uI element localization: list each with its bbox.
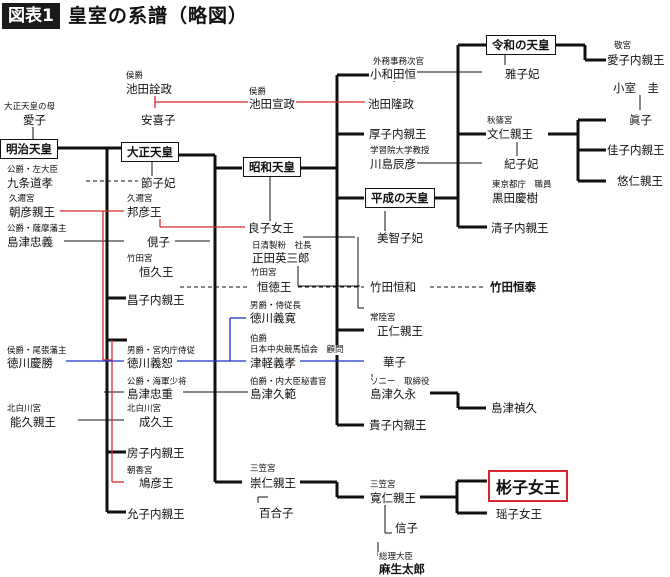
person-ikeda-akimasa: 池田詮政 (125, 82, 173, 96)
person-aiko: 愛子 (22, 113, 47, 127)
person-kako: 佳子内親王 (606, 143, 666, 157)
person-kuroda: 黒田慶樹 (491, 191, 539, 205)
title-shimazu-hisanori: 伯爵・内大臣秘書官 (249, 377, 328, 387)
person-tsuneyasu: 竹田恒泰 (489, 280, 537, 294)
title-kuni-1: 久邇宮 (8, 194, 36, 204)
emperor-showa: 昭和天皇 (243, 157, 301, 177)
emperor-reiwa: 令和の天皇 (486, 35, 556, 55)
emperor-taisho: 大正天皇 (121, 142, 179, 162)
title-hitachi: 常陸宮 (369, 313, 397, 323)
title-mikasa-1: 三笠宮 (249, 464, 277, 474)
person-tokugawa-yoshihiro2: 徳川義恕 (126, 356, 174, 370)
person-naruhisa: 成久王 (138, 415, 175, 429)
title-shimazu-hisanaga: ソニー 取締役 (369, 377, 431, 387)
person-fusako: 房子内親王 (126, 446, 186, 460)
title-akishino: 秋篠宮 (486, 116, 514, 126)
person-takahito: 崇仁親王 (249, 476, 297, 490)
person-shimazu-yoshihisa: 島津禎久 (490, 401, 538, 415)
title-ikeda-nobumasa: 侯爵 (248, 87, 268, 97)
person-shoda: 正田英三郎 (251, 251, 311, 265)
person-aso: 麻生太郎 (378, 562, 426, 576)
person-ikeda-takamasa: 池田隆政 (367, 97, 415, 111)
person-takako: 厚子内親王 (368, 127, 428, 141)
person-sadako: 節子妃 (140, 176, 177, 190)
person-kuniyoshi: 邦彦王 (126, 205, 163, 219)
person-asahiko: 朝彦親王 (8, 205, 56, 219)
person-mako: 眞子 (628, 113, 653, 127)
person-aiko-princess: 愛子内親王 (606, 53, 666, 67)
person-shimazu-tadayoshi: 島津忠義 (6, 235, 54, 249)
title-owari: 侯爵・尾張藩主 (6, 346, 68, 356)
person-yoko: 瑶子女王 (495, 507, 543, 521)
title-tokugawa-yoshihiro2: 男爵・宮内庁侍従 (126, 346, 197, 356)
person-yoshihisa: 能久親王 (9, 415, 57, 429)
person-owada: 小和田恒 (369, 67, 417, 81)
title-takeda-2: 竹田宮 (250, 268, 278, 278)
person-akiko-yasu: 安喜子 (140, 113, 177, 127)
person-hisahito: 悠仁親王 (616, 174, 664, 188)
title-kuni-2: 久邇宮 (126, 194, 154, 204)
person-tokugawa-yoshihiro: 徳川義寛 (249, 311, 297, 325)
title-kitashirakawa-1: 北白川宮 (6, 404, 43, 414)
person-tsuneyoshi: 恒徳王 (256, 280, 293, 294)
title-kitashirakawa-2: 北白川宮 (126, 404, 163, 414)
title-tsugaru-1: 伯爵 (249, 334, 269, 344)
title-kujo: 公爵・左大臣 (6, 165, 60, 175)
title-shimazu-tadayoshi: 公爵・薩摩藩主 (6, 224, 68, 234)
emperor-heisei: 平成の天皇 (365, 188, 435, 208)
emperor-meiji: 明治天皇 (0, 139, 58, 159)
title-asaka: 朝香宮 (126, 466, 154, 476)
title-ikeda-akimasa: 侯爵 (125, 71, 145, 81)
person-tokugawa-yoshikatsu: 徳川慶勝 (6, 356, 54, 370)
title-kuroda: 東京都庁 職員 (491, 180, 553, 190)
person-chikako: 俔子 (146, 235, 171, 249)
person-nobuko: 信子 (394, 521, 419, 535)
person-kiko: 紀子妃 (503, 157, 540, 171)
title-mikasa-2: 三笠宮 (369, 480, 397, 490)
taisho-mother-label: 大正天皇の母 (3, 102, 57, 112)
title-tokugawa-yoshihiro: 男爵・侍従長 (249, 301, 303, 311)
person-tomohito: 寛仁親王 (369, 491, 417, 505)
person-fumihito: 文仁親王 (486, 127, 534, 141)
title-keigu: 敬宮 (613, 41, 633, 51)
person-michiko: 美智子妃 (376, 231, 424, 245)
title-shoda: 日清製粉 社長 (251, 241, 313, 251)
person-masahito: 正仁親王 (376, 324, 424, 338)
person-shimazu-hisanori: 島津久範 (249, 387, 297, 401)
person-masako-princess: 昌子内親王 (126, 293, 186, 307)
person-takako2: 貴子内親王 (368, 418, 428, 432)
figure-label: 図表1 (2, 3, 60, 29)
person-nobuko-princess: 允子内親王 (126, 507, 186, 521)
title-kawashima: 学習院大学教授 (369, 146, 431, 156)
title-takeda-1: 竹田宮 (126, 254, 154, 264)
person-kujo: 九条道孝 (6, 176, 54, 190)
person-shimazu-hisanaga: 島津久永 (369, 387, 417, 401)
person-yuriko: 百合子 (258, 506, 295, 520)
person-nagako: 良子女王 (247, 221, 295, 235)
person-masako: 雅子妃 (504, 67, 541, 81)
person-ikeda-nobumasa: 池田宣政 (248, 97, 296, 111)
title-tsugaru-2: 日本中央競馬協会 顧問 (249, 345, 345, 355)
person-shimazu-tadashige: 島津忠重 (126, 387, 174, 401)
person-sayako: 清子内親王 (490, 221, 550, 235)
title-aso: 総理大臣 (378, 552, 415, 562)
person-hanako: 華子 (382, 355, 407, 369)
person-tsunehisa: 恒久王 (138, 265, 175, 279)
person-komuro: 小室 圭 (612, 81, 660, 95)
person-tsunekazu: 竹田恒和 (369, 280, 417, 294)
person-akiko-highlighted: 彬子女王 (488, 470, 569, 502)
person-yasuhiko: 鳩彦王 (138, 476, 175, 490)
title-shimazu-tadashige: 公爵・海軍少将 (126, 377, 188, 387)
person-kawashima: 川島辰彦 (369, 157, 417, 171)
title-owada: 外務事務次官 (372, 57, 426, 67)
person-tsugaru: 津軽義孝 (249, 356, 297, 370)
page-title: 皇室の系譜（略図） (68, 5, 249, 27)
